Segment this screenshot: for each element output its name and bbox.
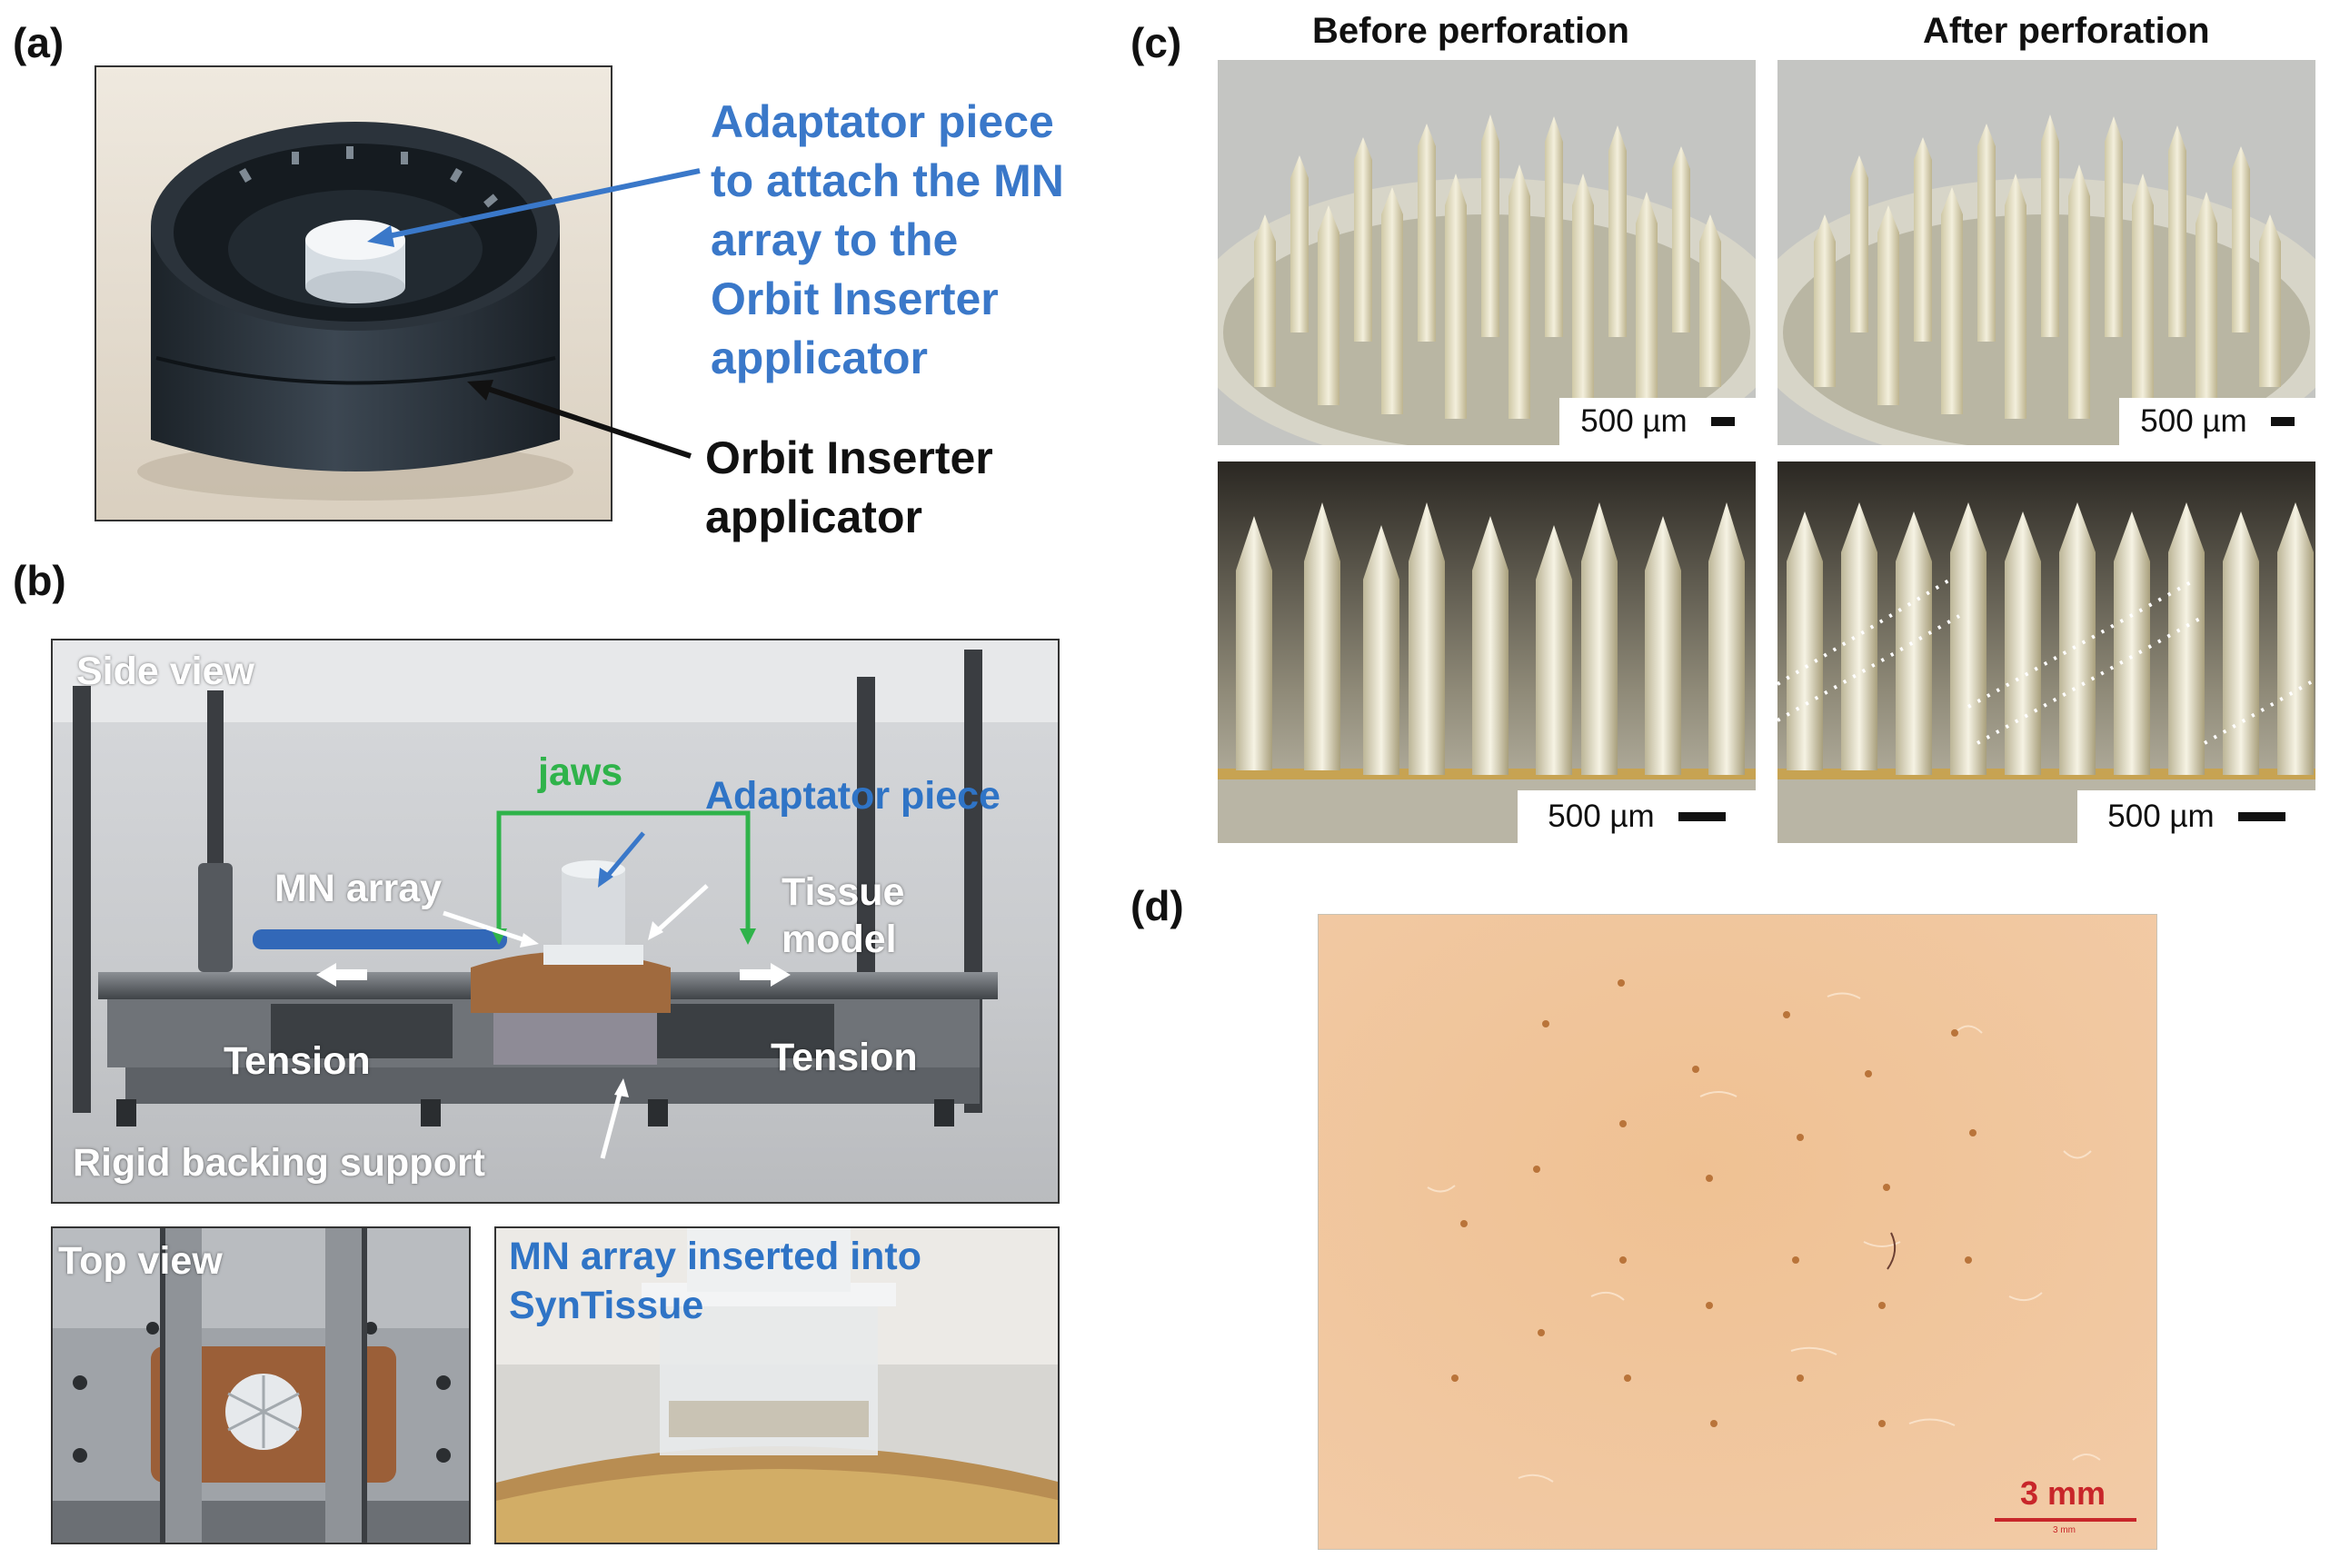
tissue-surface-illustration (1319, 915, 2156, 1549)
needle-side-illustration (1218, 461, 1756, 843)
mn-array-before-top-photo: 500 µm (1218, 60, 1756, 445)
tissue-model-label: Tissue model (782, 868, 904, 963)
scale-bar (2270, 417, 2295, 426)
mn-array-before-side-photo: 500 µm (1218, 461, 1756, 843)
before-perforation-heading: Before perforation (1312, 11, 1629, 51)
orbit-inserter-photo (95, 65, 612, 521)
tension-left-label: Tension (224, 1039, 371, 1083)
adaptor-callout-line: Adaptator piece (711, 96, 1054, 147)
needle-side-illustration (1777, 461, 2315, 843)
tissue-model-line: model (782, 918, 897, 961)
adaptor-piece-label: Adaptator piece (705, 774, 1001, 818)
scale-bar-label: 3 mm (2020, 1474, 2106, 1512)
mn-inserted-line: MN array inserted into (509, 1235, 921, 1278)
tension-right-label: Tension (771, 1036, 918, 1079)
scale-bar-box: 500 µm (1559, 398, 1756, 445)
scale-bar-label: 500 µm (2140, 403, 2247, 439)
panel-d-label: (d) (1130, 882, 1184, 929)
adaptor-callout: Adaptator piece to attach the MN array t… (711, 93, 1064, 388)
adaptor-callout-line: array to the (711, 214, 959, 265)
orbit-callout-line: applicator (705, 491, 922, 542)
needle-array-illustration (1777, 60, 2315, 445)
jaws-label: jaws (538, 750, 623, 794)
scale-bar-sublabel: 3 mm (2053, 1525, 2076, 1535)
mn-array-after-top-photo: 500 µm (1777, 60, 2315, 445)
scale-bar-label: 500 µm (1548, 799, 1655, 834)
scale-bar (2237, 812, 2285, 821)
adaptor-callout-line: Orbit Inserter (711, 273, 999, 324)
panel-a-label: (a) (13, 19, 65, 66)
scale-bar-box: 500 µm (1518, 790, 1756, 843)
panel-c-label: (c) (1130, 19, 1182, 66)
top-view-label: Top view (58, 1239, 223, 1283)
mn-inserted-illustration (496, 1228, 1058, 1543)
rigid-backing-label: Rigid backing support (73, 1141, 485, 1185)
scale-bar (1710, 417, 1735, 426)
top-view-photo (51, 1226, 471, 1544)
mn-array-label: MN array (274, 867, 443, 910)
orbit-inserter-illustration (96, 67, 611, 520)
adaptor-callout-line: to attach the MN (711, 155, 1064, 206)
scale-bar-label: 500 µm (2107, 799, 2215, 834)
adaptor-callout-line: applicator (711, 332, 928, 383)
tensile-rig-illustration (53, 640, 1058, 1202)
tissue-model-line: Tissue (782, 870, 905, 914)
mn-inserted-label: MN array inserted into SynTissue (509, 1232, 921, 1330)
orbit-callout-line: Orbit Inserter (705, 432, 993, 483)
scale-bar-box: 500 µm (2077, 790, 2315, 843)
panel-b-label: (b) (13, 557, 66, 604)
orbit-callout: Orbit Inserter applicator (705, 429, 993, 547)
after-perforation-heading: After perforation (1923, 11, 2210, 51)
needle-array-illustration (1218, 60, 1756, 445)
mn-inserted-line: SynTissue (509, 1284, 704, 1327)
side-view-label: Side view (76, 650, 254, 693)
top-view-illustration (53, 1228, 469, 1543)
side-view-photo (51, 639, 1060, 1204)
mn-inserted-photo (494, 1226, 1060, 1544)
scale-bar-label: 500 µm (1580, 403, 1688, 439)
scale-bar (1678, 812, 1726, 821)
scale-bar-box: 500 µm (2119, 398, 2315, 445)
perforated-tissue-photo: 3 mm 3 mm (1318, 914, 2157, 1550)
mn-array-after-side-photo: 500 µm (1777, 461, 2315, 843)
